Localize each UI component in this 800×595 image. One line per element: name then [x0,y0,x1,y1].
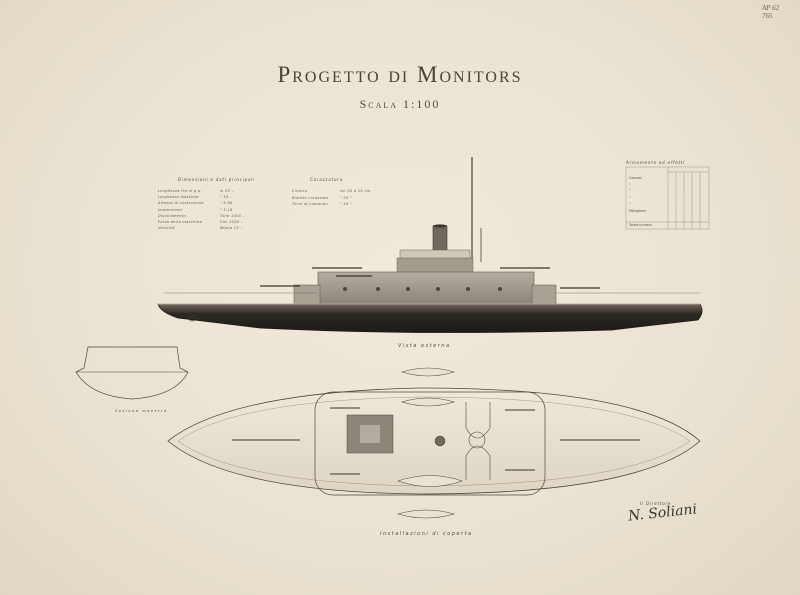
armament-row: Cannoni [629,176,643,180]
boat-1 [400,367,456,377]
row-label: Immersione [158,207,183,212]
funnel-top [434,435,446,447]
caption-deck: Installazioni di coperta [380,531,473,537]
row-label: Larghezza massima [158,195,199,200]
drawing-title: Progetto di Monitors [277,62,523,87]
table-row: Dislocamento Tonn 1300 – [158,213,245,218]
funnel [396,224,474,275]
catalog-mark: AP 62 765 [762,4,780,20]
armament-row: " [629,195,631,200]
boats [396,367,463,519]
deck-plan [167,387,701,496]
row-label: Altezza di costruzione [158,201,204,206]
row-label: Forza della macchina [158,220,203,224]
armor-table-title: Corazzatura [310,177,343,182]
row-value: Miglia 13 – [220,226,243,231]
dimensions-table-title: Dimensioni e dati principali [178,177,256,182]
row-value: Tonn 1300 – [220,213,245,218]
hull-side-view [157,303,703,333]
armament-table-title: Armamento ed effetti [626,160,686,165]
row-value: Cav 1200 – [220,220,243,224]
drawing-scale: Scala 1:100 [359,97,441,111]
guns-side [260,267,600,289]
boat-3 [397,475,463,487]
row-value: " 10 – [220,195,233,200]
row-label: Ridotto corazzato [292,195,329,200]
row-label: Lunghezza fra le p.p. [158,189,202,193]
row-label: Velocità [158,226,175,231]
table-row: Altezza di costruzione " 5.90 [158,201,232,206]
armament-row: Mitragliere [629,208,647,213]
row-label: Dislocamento [158,213,187,218]
hull-section [75,346,189,400]
row-value: " 3.16 [220,207,233,212]
armament-total: Totale numero [629,223,652,227]
caption-section: Sezione maestra [115,409,168,413]
table-row: Forza della macchina Cav 1200 – [158,220,243,224]
row-value: m 55 – [220,189,234,193]
table-row: Larghezza massima " 10 – [158,195,232,200]
armament-row: " [629,182,631,187]
table-row: Immersione " 3.16 [158,207,232,212]
boat-4 [396,509,456,519]
row-label: Cintura [292,189,308,193]
boat-2 [400,397,456,407]
table-row: Lunghezza fra le p.p. m 55 – [158,189,233,193]
propeller [186,314,200,322]
armament-row: " [629,189,631,193]
armament-row: " [629,202,631,206]
signature-label: Il Direttore [640,501,672,506]
table-row: Velocità Miglia 13 – [158,226,242,231]
row-value: " 20 " [340,195,352,200]
row-label: Torre di comando [292,202,328,206]
caption-side-view: Vista esterna [398,343,451,349]
table-row: Cintura cm 20 a 10 cm [292,189,370,193]
superstructure [293,271,557,305]
table-row: Ridotto corazzato " 20 " [292,195,352,200]
armament-table-grid [625,166,710,230]
row-value: cm 20 a 10 cm [340,189,371,193]
row-value: " 10 " [340,202,352,206]
table-row: Torre di comando " 10 " [292,202,352,206]
row-value: " 5.90 [220,201,233,206]
